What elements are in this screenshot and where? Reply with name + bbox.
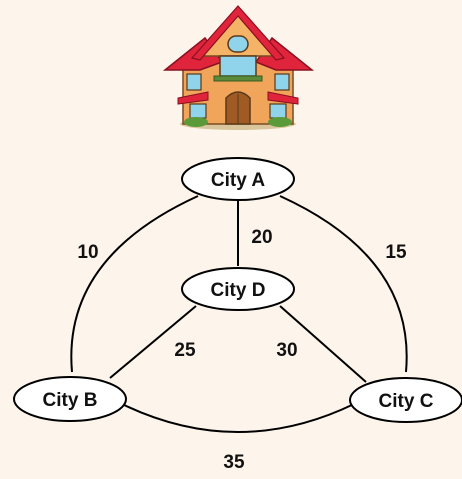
edge-a-b: [70, 195, 199, 373]
edge-label-c-d: 30: [276, 340, 297, 361]
edge-b-d: [109, 305, 197, 379]
edge-c-d: [279, 305, 367, 383]
node-label: City C: [379, 391, 434, 412]
node-city-b: City B: [13, 376, 127, 422]
edge-label-a-c: 15: [385, 242, 407, 263]
node-label: City A: [211, 170, 265, 191]
edge-label-a-d: 20: [251, 227, 272, 248]
node-label: City B: [43, 390, 98, 411]
node-city-a: City A: [181, 157, 295, 201]
node-city-c: City C: [349, 377, 462, 423]
edge-b-c: [121, 403, 355, 433]
node-label: City D: [211, 280, 266, 301]
edge-label-b-c: 35: [223, 452, 245, 473]
house-icon: [162, 5, 315, 130]
edge-label-b-d: 25: [174, 340, 196, 361]
node-city-d: City D: [181, 267, 295, 311]
edge-label-a-b: 10: [77, 242, 98, 263]
edge-a-c: [279, 195, 408, 373]
